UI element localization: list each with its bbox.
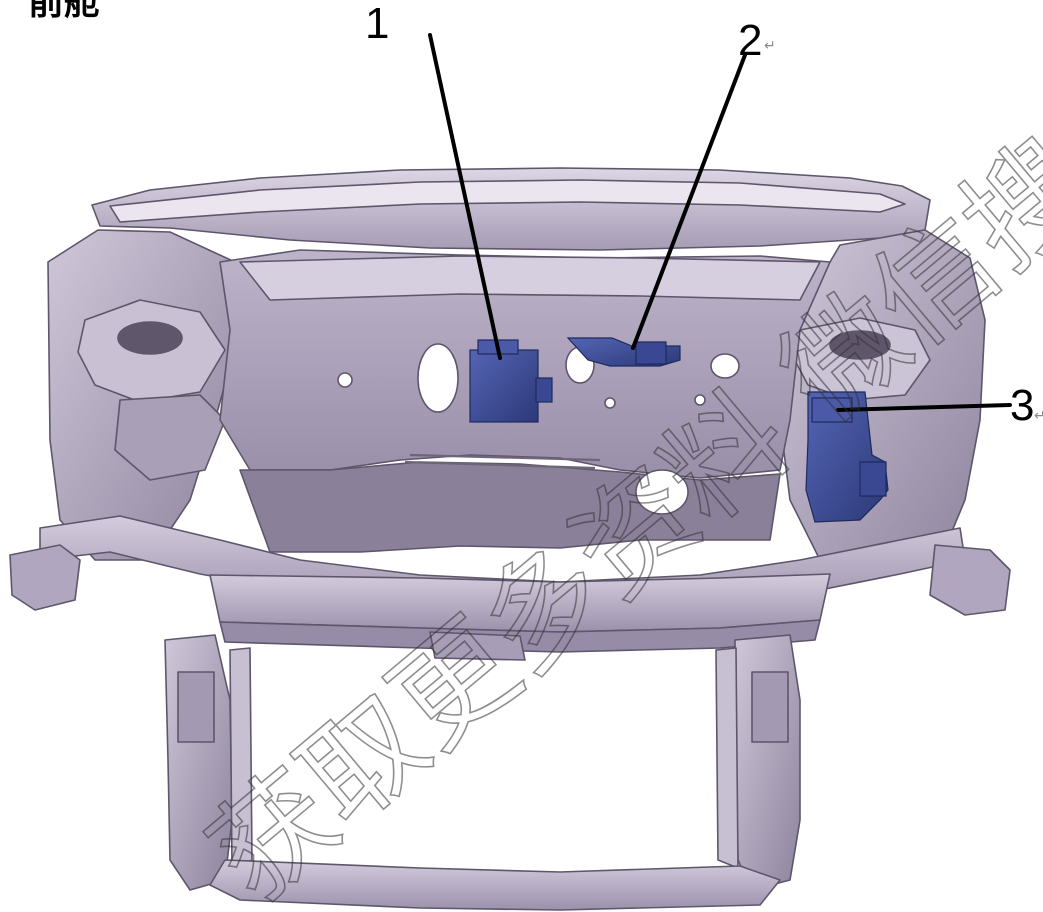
right-strut-hole: [829, 330, 891, 360]
left-inner-bracket: [114, 394, 226, 481]
connector-1-tab: [535, 377, 553, 403]
radiator-bottom-rail: [209, 859, 781, 911]
callout-label-2: 2: [738, 16, 762, 65]
connector-1: [469, 339, 553, 423]
leader-line-1: [428, 33, 502, 360]
connector-1-body: [469, 349, 539, 423]
cowl-lip: [109, 179, 906, 223]
leader-line-2: [631, 53, 747, 350]
connector-2: [566, 337, 681, 367]
callout-mark-2: ↵: [764, 38, 776, 54]
firewall-hole-small-2: [604, 397, 616, 409]
left-strut-hole: [117, 321, 183, 355]
firewall-hole-small-3: [694, 394, 706, 406]
center-lower-bracket: [429, 631, 526, 661]
firewall-hole-lower: [635, 469, 689, 515]
firewall-shelf: [239, 255, 821, 301]
firewall-hole-right: [710, 353, 740, 379]
firewall-rib: [404, 453, 601, 470]
connector-3: [805, 391, 889, 523]
callout-label-3: 3: [1010, 381, 1034, 430]
connector-3-side-block: [859, 461, 887, 497]
right-post-bracket: [751, 671, 789, 743]
firewall-hole-left: [417, 343, 459, 413]
callout-mark-3: ↵: [1034, 408, 1043, 424]
right-outrigger-bracket: [929, 544, 1011, 616]
leader-line-3: [836, 403, 1012, 412]
radiator-frame-left-side: [229, 647, 253, 869]
left-outrigger-bracket: [9, 544, 81, 611]
left-post-bracket: [177, 671, 215, 743]
radiator-frame-right-side: [715, 647, 739, 869]
connector-2-tab: [635, 341, 667, 365]
leader-lines: [428, 33, 1012, 412]
header-title: 前舱: [28, 0, 100, 23]
body-structure: [9, 167, 1011, 911]
callout-label-1: 1: [365, 0, 389, 48]
firewall-hole-small-1: [337, 372, 353, 388]
